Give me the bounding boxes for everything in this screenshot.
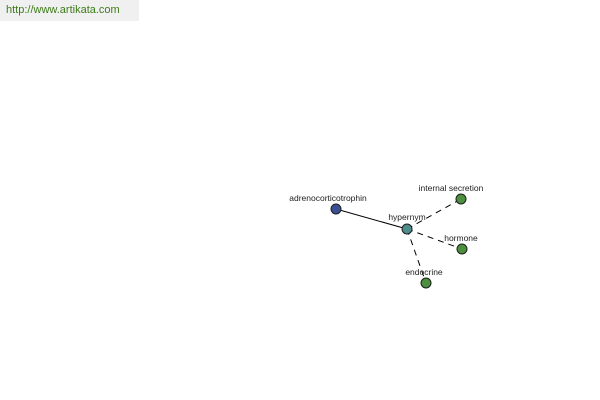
url-bar: http://www.artikata.com	[0, 0, 139, 21]
node-internal-secretion[interactable]	[455, 193, 467, 205]
edge-hypernym-to-endocrine	[406, 228, 427, 284]
edge-hypernym-to-hormone	[406, 228, 463, 250]
edge-source-to-hypernym	[335, 208, 408, 230]
label-adrenocorticotrophin: adrenocorticotrophin	[289, 193, 367, 203]
label-hypernym: hypernym	[388, 212, 425, 222]
url-link[interactable]: http://www.artikata.com	[6, 4, 120, 16]
label-internal-secretion: internal secretion	[419, 183, 484, 193]
label-endocrine: endocrine	[405, 267, 443, 277]
node-hormone[interactable]	[456, 243, 468, 255]
node-hypernym[interactable]	[401, 223, 413, 235]
label-hormone: hormone	[444, 233, 478, 243]
node-adrenocorticotrophin[interactable]	[330, 203, 342, 215]
node-endocrine[interactable]	[420, 277, 432, 289]
